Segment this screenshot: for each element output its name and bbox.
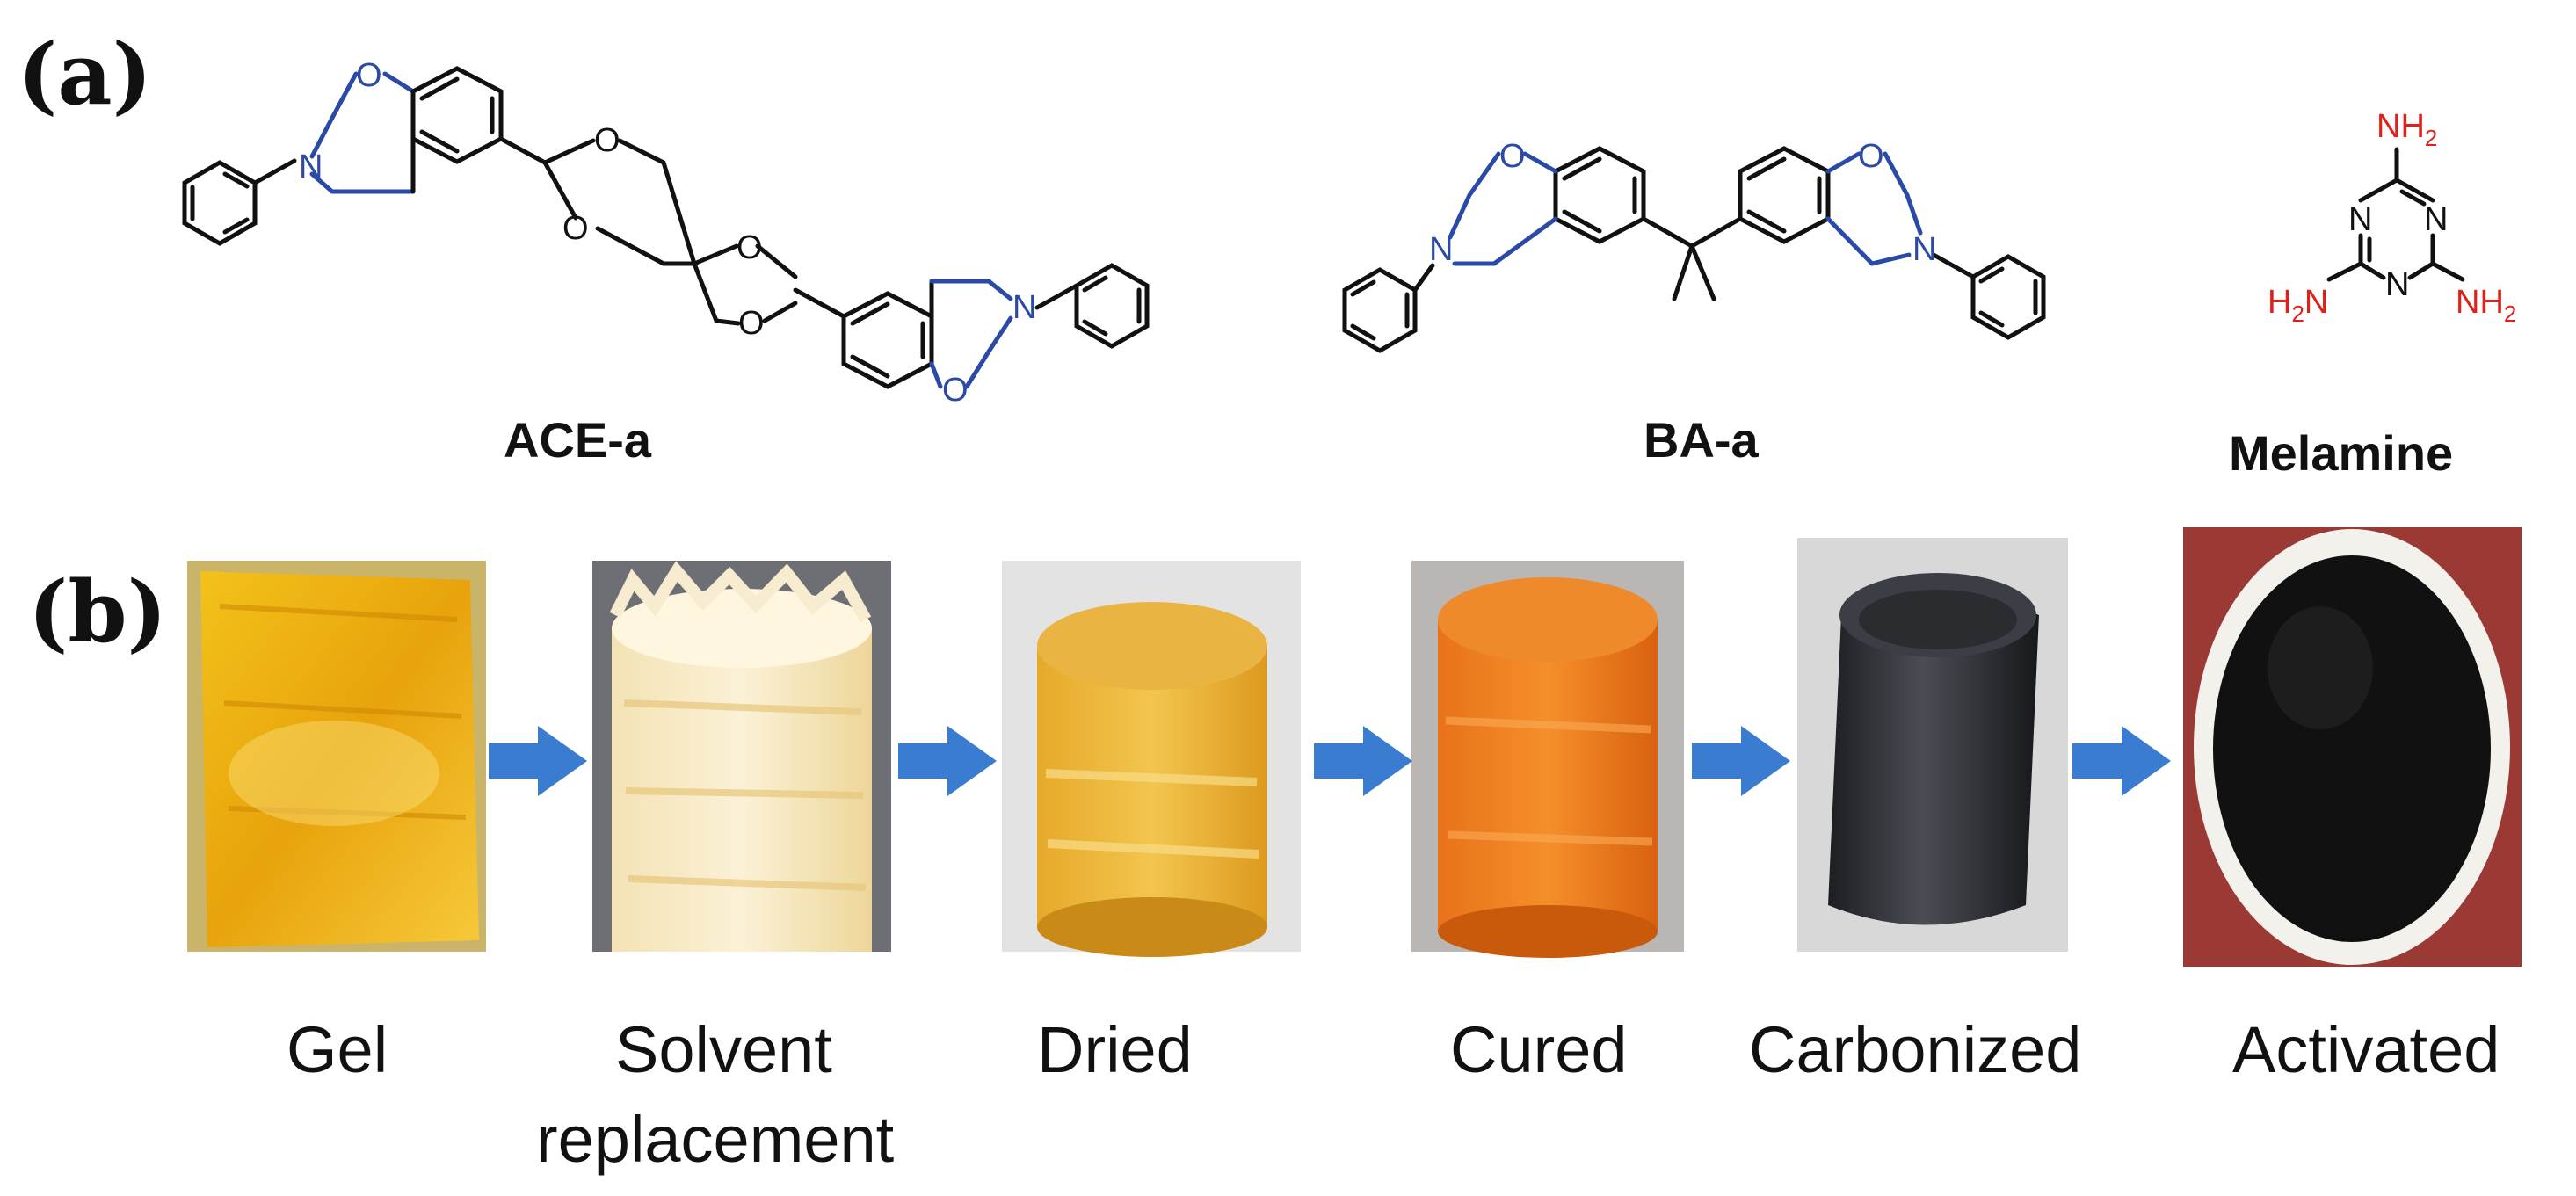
melamine-n3: N [2385,266,2409,303]
ace-a-o2: O [594,122,620,159]
photo-carbonized [1797,538,2068,952]
step-label-gel: Gel [287,1013,388,1086]
photo-cured [1411,561,1684,958]
process-arrows [489,726,2171,796]
ace-a-o6: O [942,372,969,409]
photo-solvent-replacement [592,561,891,952]
ace-a-structure [182,66,1150,389]
ace-a-n1: N [299,149,323,185]
arrow-4 [1692,726,1790,796]
ba-a-label: BA-a [1644,412,1760,468]
melamine-structure [2326,147,2465,282]
ba-a-n1: N [1429,231,1453,268]
ba-a-n2: N [1912,231,1936,268]
arrow-5 [2072,726,2171,796]
arrow-1 [489,726,587,796]
ba-a-o2: O [1858,138,1884,175]
ace-a-label: ACE-a [504,412,652,468]
melamine-nh2-right: NH2 [2456,284,2516,327]
ace-a-o4: O [737,229,763,266]
ace-a-o3: O [562,210,589,247]
step-label-activated: Activated [2232,1013,2500,1086]
melamine-n2: N [2424,201,2448,238]
panel-a-label: (a) [18,25,152,124]
ace-a-o5: O [738,305,765,342]
step-label-solvent: Solvent [615,1013,832,1086]
ace-a-n2: N [1012,289,1036,326]
step-label-replacement: replacement [536,1103,895,1176]
melamine-label: Melamine [2229,425,2453,481]
melamine-n1: N [2348,201,2372,238]
melamine-nh2-top: NH2 [2376,108,2437,151]
photo-gel [187,561,486,952]
ba-a-structure [1342,146,2046,353]
arrow-2 [898,726,997,796]
photo-activated [2183,527,2522,967]
melamine-h2n-left: H2N [2268,284,2328,327]
panel-b-label: (b) [28,562,167,662]
step-label-cured: Cured [1450,1013,1628,1086]
step-label-carbonized: Carbonized [1749,1013,2081,1086]
arrow-3 [1314,726,1412,796]
photo-dried [1002,561,1301,957]
step-label-dried: Dried [1037,1013,1193,1086]
ba-a-o1: O [1499,138,1526,175]
ace-a-o1: O [356,57,382,94]
